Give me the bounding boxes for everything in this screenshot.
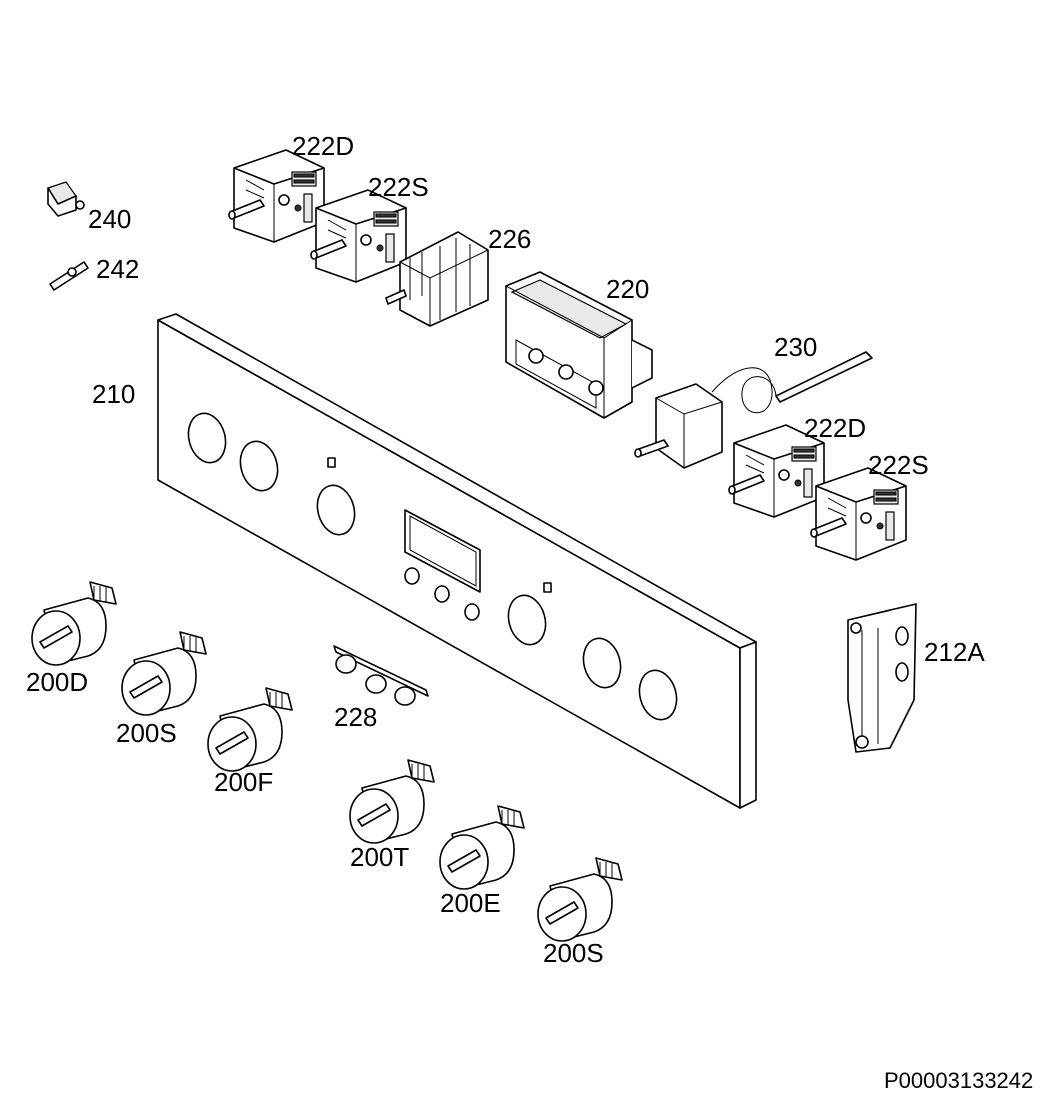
knob-200t	[349, 759, 435, 844]
label-222s-right: 222S	[868, 450, 929, 480]
pin-242	[49, 261, 89, 291]
knob-200s-bottom	[537, 857, 623, 942]
label-200e: 200E	[440, 888, 501, 918]
knob-200f	[207, 687, 293, 772]
label-200s-bottom: 200S	[543, 938, 604, 968]
label-200t: 200T	[350, 842, 409, 872]
bracket-212a	[847, 603, 917, 753]
control-panel-210	[157, 313, 757, 809]
indicator-lamps-228	[333, 645, 429, 706]
label-200d: 200D	[26, 667, 88, 697]
label-222s-top: 222S	[368, 172, 429, 202]
label-242: 242	[96, 254, 139, 284]
label-226: 226	[488, 224, 531, 254]
label-240: 240	[88, 204, 131, 234]
label-200s-left: 200S	[116, 718, 177, 748]
label-222d-top: 222D	[292, 131, 354, 161]
knob-200s-left	[121, 631, 207, 716]
label-228: 228	[334, 702, 377, 732]
label-200f: 200F	[214, 767, 273, 797]
label-220: 220	[606, 274, 649, 304]
label-212a: 212A	[924, 637, 985, 667]
push-button-240	[47, 181, 85, 217]
selector-switch-226	[385, 231, 489, 327]
label-230: 230	[774, 332, 817, 362]
reference-code: P00003133242	[884, 1068, 1033, 1093]
knob-200d	[31, 581, 117, 666]
label-222d-right: 222D	[804, 413, 866, 443]
switch-222d-top	[228, 149, 325, 243]
timer-housing-220	[505, 271, 653, 419]
label-210: 210	[92, 379, 135, 409]
knob-200e	[439, 805, 525, 890]
switch-222s-right	[810, 467, 907, 561]
thermostat-230	[634, 351, 873, 469]
switch-222s-top	[310, 189, 407, 283]
